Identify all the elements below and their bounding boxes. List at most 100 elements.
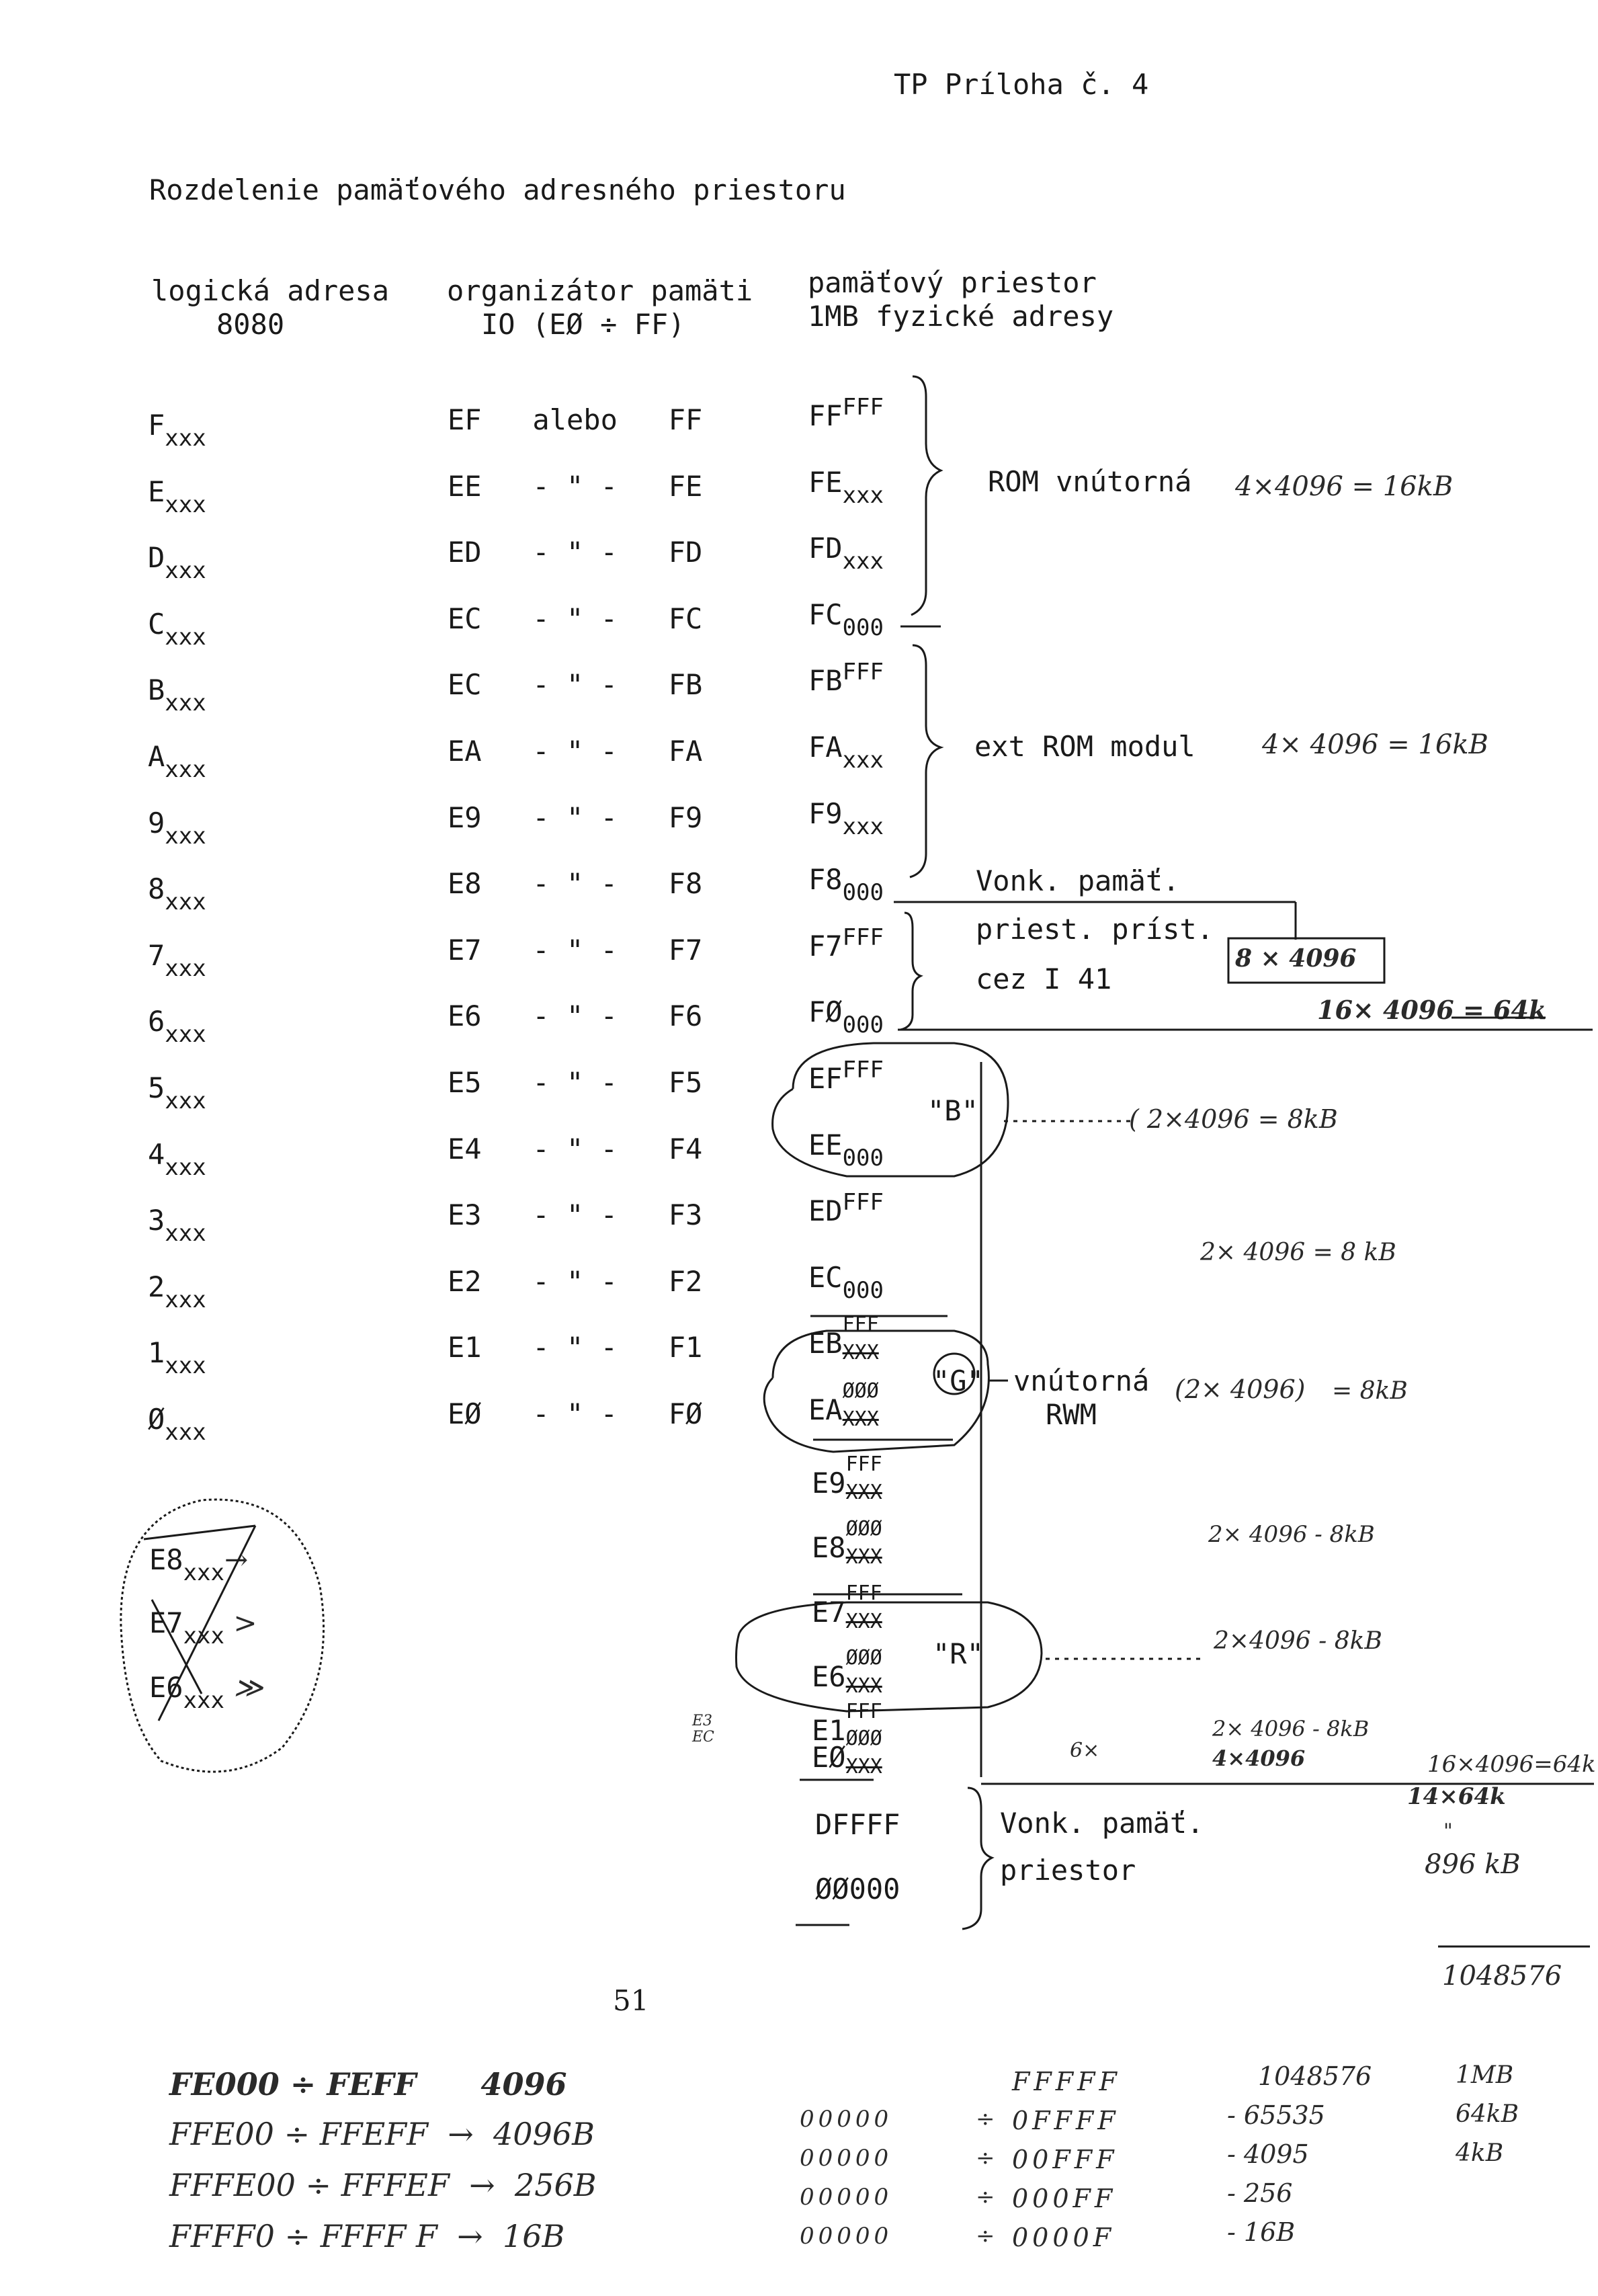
- bottom-left-line-1: FFE00 ÷ FFEFF → 4096B: [169, 2116, 595, 2152]
- logical-address-3: Cxxx: [148, 608, 206, 651]
- physical-address-6: F9xxx: [808, 797, 884, 840]
- bottom-range-to-4: 0000F: [1012, 2223, 1116, 2252]
- physical-address-0: FFFFF: [808, 394, 884, 432]
- page-header: TP Príloha č. 4: [894, 68, 1149, 101]
- bottom-range-sep-3: ÷: [976, 2184, 995, 2211]
- external-mem-label-3: cez I 41: [976, 962, 1112, 995]
- ext-address-bottom: ØØ000: [815, 1873, 900, 1905]
- circled-e6: E6xxx ≫: [149, 1671, 263, 1714]
- note-ditto: ": [1443, 1819, 1453, 1843]
- physical-address-2: FDxxx: [808, 532, 884, 575]
- logical-address-9: 6xxx: [148, 1005, 206, 1048]
- page-number: 51: [613, 1984, 649, 2017]
- note-rom-ext-size: 4× 4096 = 16kB: [1262, 729, 1488, 760]
- bottom-range-from-2: 00000: [800, 2145, 893, 2172]
- bottom-range-to-3: 000FF: [1012, 2184, 1117, 2213]
- logical-address-8: 7xxx: [148, 939, 206, 982]
- organizer-value-12: E3 - " - F3: [448, 1198, 703, 1231]
- organizer-value-4: EC - " - FB: [448, 668, 703, 701]
- logical-address-2: Dxxx: [148, 541, 206, 584]
- ext-space-label-2: priestor: [1000, 1854, 1136, 1887]
- organizer-value-1: EE - " - FE: [448, 470, 703, 503]
- ext-address-top: DFFFF: [815, 1808, 900, 1841]
- organizer-value-15: EØ - " - FØ: [448, 1397, 703, 1430]
- organizer-value-3: EC - " - FC: [448, 602, 703, 635]
- organizer-value-11: E4 - " - F4: [448, 1133, 703, 1165]
- bottom-left-line-0: FE000 ÷ FEFF 4096: [169, 2066, 567, 2102]
- note-box-8x4096: 8 × 4096: [1235, 944, 1357, 973]
- logical-address-1: Exxx: [148, 475, 206, 518]
- physical-address-10: EFFFF: [808, 1057, 884, 1095]
- brace-rom-internal: [911, 375, 943, 616]
- note-ed-ec-size: 2× 4096 = 8 kB: [1200, 1239, 1396, 1266]
- note-16x4096-64k: 16×4096=64k: [1427, 1751, 1596, 1778]
- logical-address-6: 9xxx: [148, 807, 206, 850]
- brace-ext-space: [962, 1787, 995, 1930]
- ext-space-label-1: Vonk. pamäť.: [1000, 1807, 1204, 1840]
- organizer-value-0: EF alebo FF: [448, 403, 703, 436]
- cross-line-1: [143, 1524, 256, 1541]
- circled-e8: E8xxx→: [149, 1543, 249, 1586]
- physical-address-3: FC000: [808, 598, 884, 641]
- logical-address-13: 2xxx: [148, 1270, 206, 1313]
- physical-address-5: FAxxx: [808, 731, 884, 774]
- col-space-header: pamäťový priestor: [808, 266, 1097, 299]
- bottom-value-4: - 16B: [1227, 2217, 1296, 2247]
- rom-internal-label: ROM vnútorná: [988, 465, 1192, 498]
- logical-address-12: 3xxx: [148, 1204, 206, 1247]
- rwm-label-2: RWM: [1046, 1398, 1097, 1431]
- physical-address-13: EC000: [808, 1261, 884, 1304]
- organizer-value-7: E8 - " - F8: [448, 867, 703, 900]
- bottom-range-to-2: 00FFF: [1012, 2145, 1118, 2174]
- physical-address-7: F8000: [808, 863, 884, 906]
- bottom-range-to-1: 0FFFF: [1012, 2106, 1120, 2135]
- bottom-value-1: - 65535: [1227, 2100, 1325, 2130]
- circle-b: [771, 1042, 1009, 1178]
- physical-address-9: FØ000: [808, 995, 884, 1038]
- rom-external-label: ext ROM modul: [974, 730, 1195, 763]
- bottom-range-sep-4: ÷: [976, 2223, 995, 2250]
- cross-line-2: [157, 1525, 257, 1721]
- bottom-unit-0: 1MB: [1456, 2061, 1514, 2089]
- logical-address-4: Bxxx: [148, 673, 206, 716]
- organizer-value-13: E2 - " - F2: [448, 1265, 703, 1298]
- box-8x4096: [1227, 937, 1386, 984]
- bottom-range-sep-1: ÷: [976, 2106, 995, 2133]
- note-total-1048576: 1048576: [1442, 1961, 1562, 1992]
- organizer-value-6: E9 - " - F9: [448, 801, 703, 834]
- logical-address-11: 4xxx: [148, 1138, 206, 1181]
- bottom-range-from-3: 00000: [800, 2184, 893, 2211]
- physical-address-12: EDFFF: [808, 1189, 884, 1227]
- bottom-left-line-3: FFFF0 ÷ FFFF F → 16B: [169, 2218, 565, 2254]
- organizer-value-9: E6 - " - F6: [448, 999, 703, 1032]
- note-g-size: (2× 4096): [1175, 1375, 1306, 1404]
- bottom-unit-2: 4kB: [1456, 2139, 1504, 2167]
- bottom-value-3: - 256: [1227, 2178, 1293, 2208]
- organizer-value-10: E5 - " - F5: [448, 1066, 703, 1099]
- bottom-left-line-2: FFFE00 ÷ FFFEF → 256B: [169, 2167, 597, 2203]
- note-4x4096: 4×4096: [1212, 1746, 1306, 1771]
- logical-address-7: 8xxx: [148, 872, 206, 915]
- bottom-value-2: - 4095: [1227, 2139, 1309, 2169]
- organizer-value-2: ED - " - FD: [448, 536, 703, 569]
- document-title: Rozdelenie pamäťového adresného priestor…: [149, 173, 846, 206]
- col-space-sub: 1MB fyzické adresy: [808, 300, 1114, 333]
- organizer-value-8: E7 - " - F7: [448, 934, 703, 967]
- note-896kb: 896 kB: [1425, 1849, 1521, 1880]
- bottom-range-sep-2: ÷: [976, 2145, 995, 2172]
- note-14x64k: 14×64k: [1407, 1783, 1506, 1810]
- bottom-range-to-0: FFFFF: [1012, 2067, 1121, 2096]
- rwm-label-1: vnútorná: [1013, 1364, 1150, 1397]
- physical-address-4: FBFFF: [808, 659, 884, 697]
- note-e1-e0-size: 2× 4096 - 8kB: [1212, 1716, 1370, 1741]
- note-6x: 6×: [1070, 1739, 1100, 1762]
- logical-address-5: Axxx: [148, 740, 206, 783]
- bottom-range-from-1: 00000: [800, 2106, 893, 2133]
- note-r-size: 2×4096 - 8kB: [1214, 1627, 1382, 1655]
- bottom-value-0: 1048576: [1258, 2061, 1372, 2091]
